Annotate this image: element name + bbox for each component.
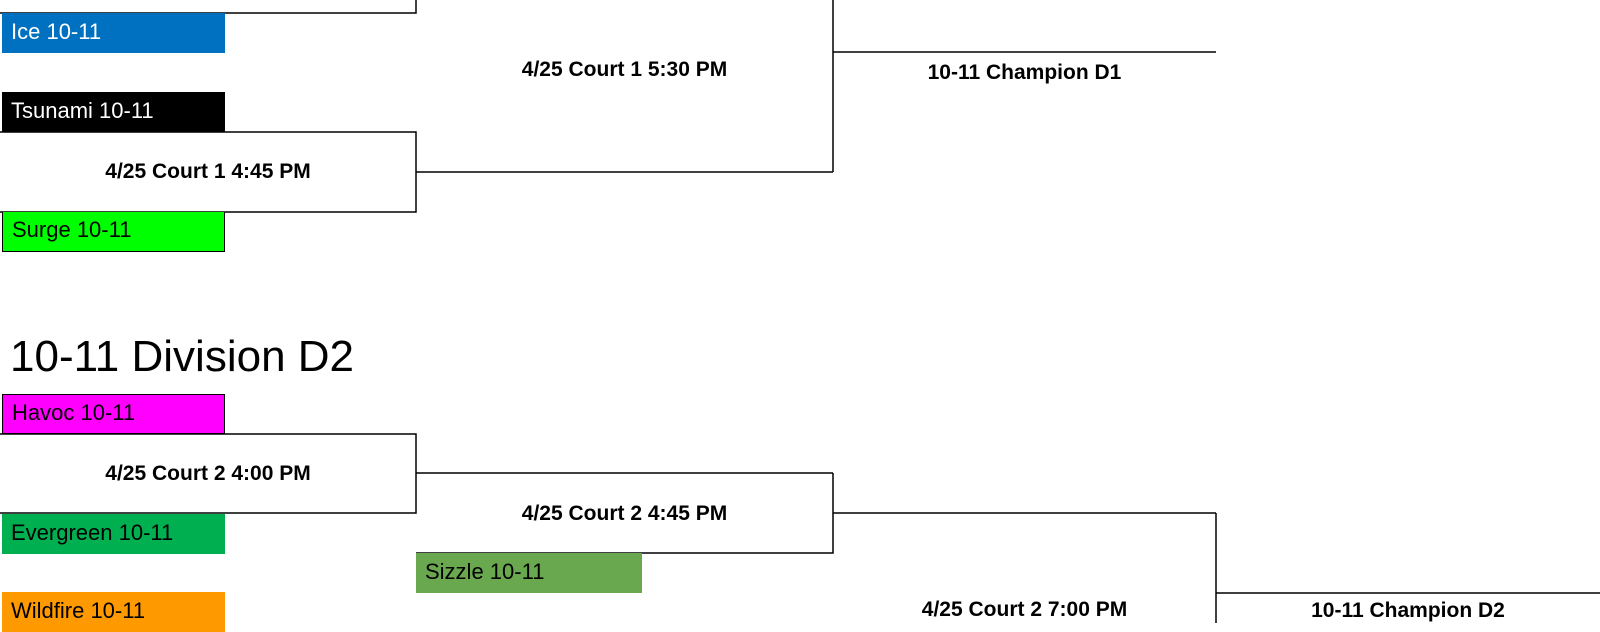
match-court2-400: 4/25 Court 2 4:00 PM: [105, 462, 311, 485]
team-evergreen: Evergreen 10-11: [2, 514, 225, 554]
team-label: Tsunami 10-11: [11, 98, 154, 123]
champion-d2: 10-11 Champion D2: [1311, 599, 1505, 622]
bracket-line: [0, 0, 417, 14]
team-label: Wildfire 10-11: [11, 598, 146, 623]
match-court2-445: 4/25 Court 2 4:45 PM: [521, 502, 728, 525]
team-label: Havoc 10-11: [12, 400, 136, 425]
team-surge: Surge 10-11: [2, 212, 225, 252]
team-sizzle: Sizzle 10-11: [416, 553, 642, 593]
match-court1-445: 4/25 Court 1 4:45 PM: [105, 160, 311, 183]
team-wildfire: Wildfire 10-11: [2, 592, 225, 632]
team-label: Evergreen 10-11: [11, 520, 174, 545]
team-havoc: Havoc 10-11: [2, 394, 225, 434]
team-label: Sizzle 10-11: [425, 559, 545, 584]
team-ice: Ice 10-11: [2, 13, 225, 53]
team-label: Surge 10-11: [12, 217, 132, 242]
match-court1-530: 4/25 Court 1 5:30 PM: [521, 58, 728, 81]
team-label: Ice 10-11: [11, 19, 102, 44]
champion-d1: 10-11 Champion D1: [927, 61, 1122, 84]
team-tsunami: Tsunami 10-11: [2, 92, 225, 132]
division-title: 10-11 Division D2: [10, 332, 355, 381]
match-court2-700: 4/25 Court 2 7:00 PM: [921, 598, 1128, 621]
